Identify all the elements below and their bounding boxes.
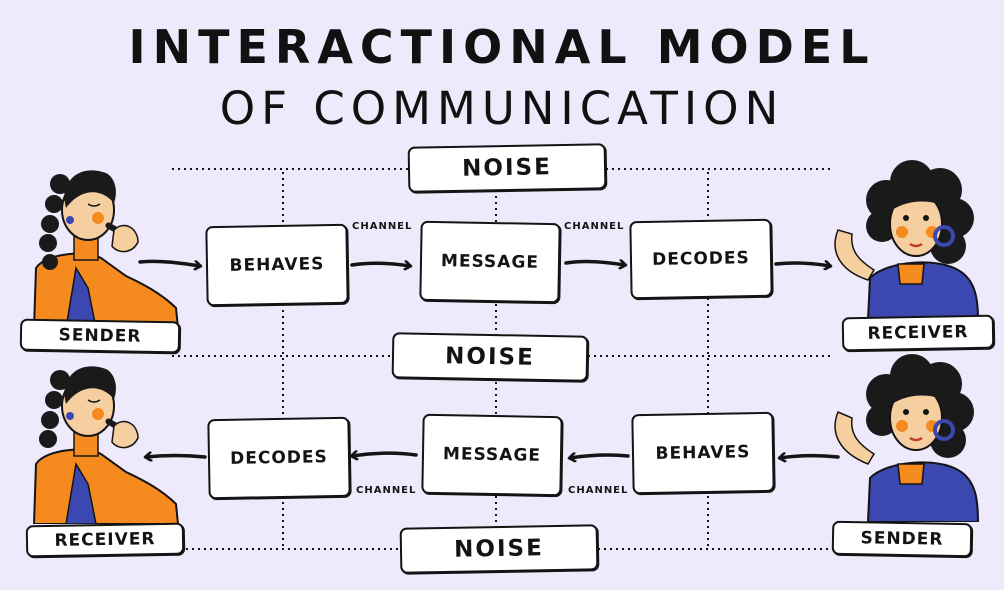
- woman-curly-hair-icon: [834, 354, 980, 522]
- arrow-left-icon: [146, 456, 207, 458]
- arrow-right-icon: [350, 263, 410, 266]
- arrow-right-icon: [774, 263, 830, 266]
- arrow-left-icon: [352, 453, 418, 456]
- woman-curly-hair-icon: [834, 160, 980, 320]
- role-label-sender-bottom: SENDER: [831, 520, 973, 558]
- top-channel-label-2: CHANNEL: [564, 221, 625, 232]
- bottom-channel-label-2: CHANNEL: [568, 485, 629, 496]
- woman-with-mic-icon: [32, 366, 180, 524]
- arrow-left-icon: [780, 456, 840, 458]
- bottom-channel-label-1: CHANNEL: [356, 485, 417, 496]
- top-channel-label-1: CHANNEL: [352, 221, 413, 232]
- arrow-right-icon: [564, 262, 625, 265]
- title-line-2: OF COMMUNICATION: [219, 82, 785, 135]
- role-label-receiver-bottom: RECEIVER: [25, 522, 185, 558]
- arrow-left-icon: [570, 455, 630, 458]
- role-label-receiver-top: RECEIVER: [841, 314, 995, 352]
- woman-with-mic-icon: [32, 170, 180, 328]
- arrow-right-icon: [138, 259, 200, 266]
- role-label-sender-top: SENDER: [19, 318, 181, 354]
- title-line-1: INTERACTIONAL MODEL: [128, 20, 876, 74]
